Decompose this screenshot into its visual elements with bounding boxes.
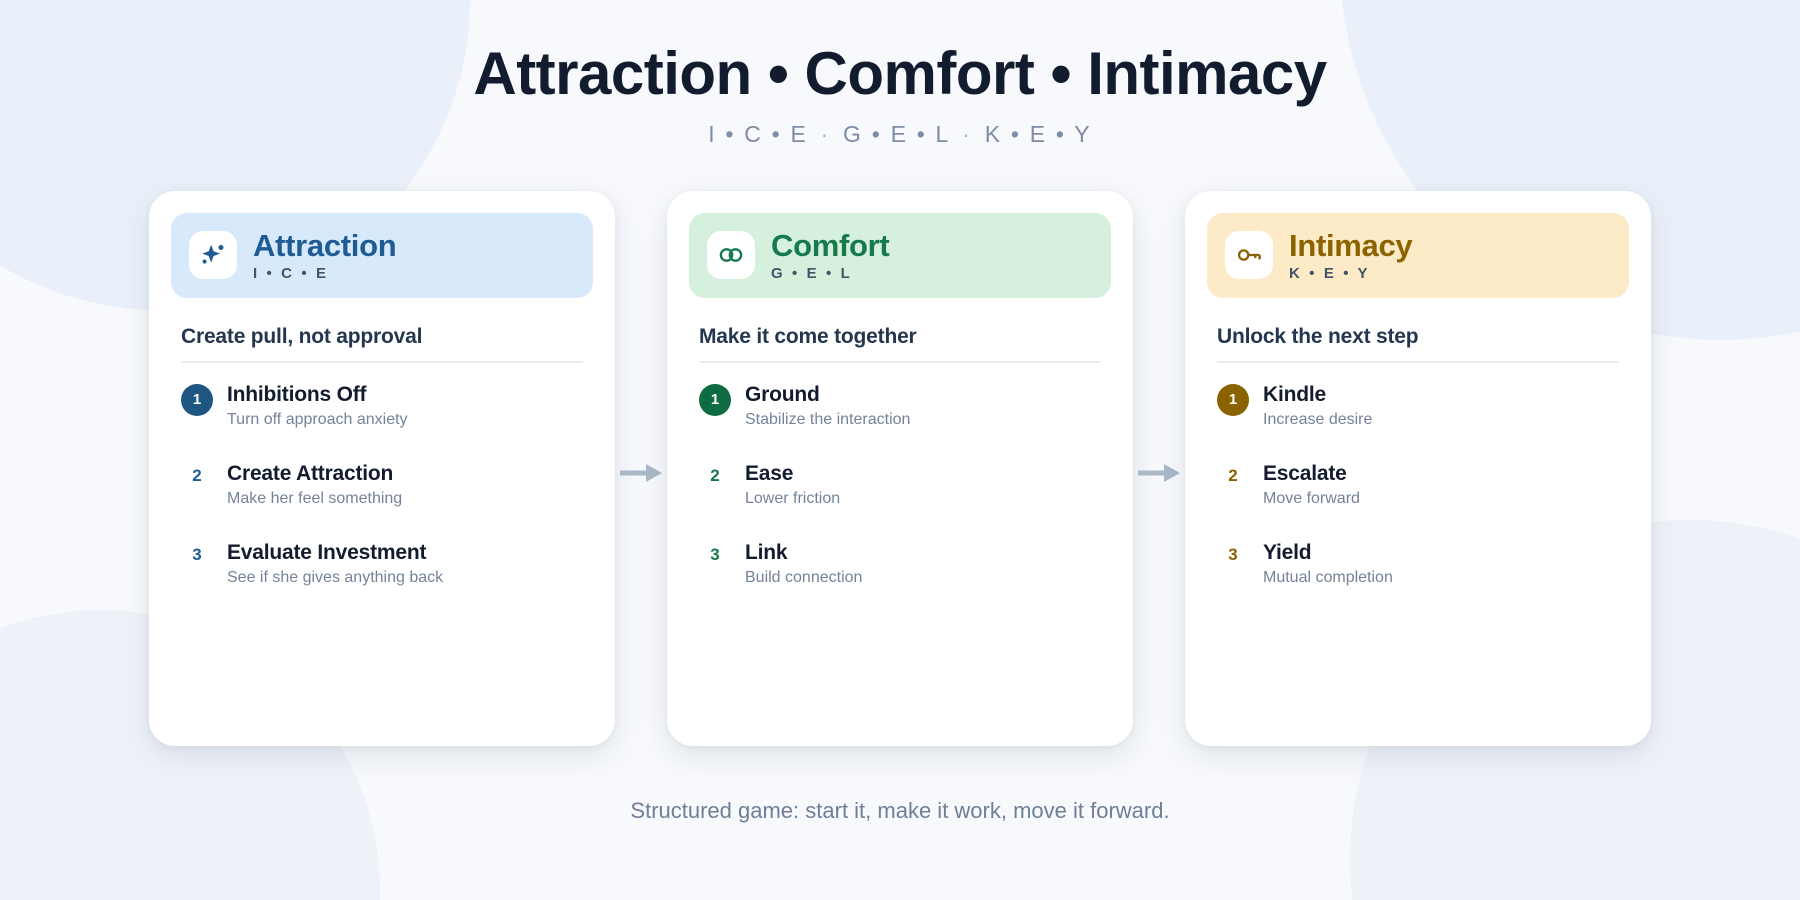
connector-attraction-comfort xyxy=(615,461,667,485)
card-title-intimacy: Intimacy xyxy=(1289,227,1413,263)
card-letters-comfort: G • E • L xyxy=(771,264,853,282)
subtitle-separator-1: · xyxy=(820,120,831,147)
step-description: Move forward xyxy=(1263,489,1360,507)
connector-comfort-intimacy xyxy=(1133,461,1185,485)
page-title: Attraction • Comfort • Intimacy xyxy=(473,40,1327,107)
step-description: Mutual completion xyxy=(1263,568,1393,586)
subtitle-group-ice: I • C • E xyxy=(708,120,808,147)
step-name: Kindle xyxy=(1263,382,1326,406)
step-number: 2 xyxy=(710,465,720,485)
step-item[interactable]: 1 Ground Stabilize the interaction xyxy=(699,383,1101,429)
tagline-attraction: Create pull, not approval xyxy=(181,324,423,348)
step-item[interactable]: 3 Evaluate Investment See if she gives a… xyxy=(181,541,583,587)
interlocking-rings-icon xyxy=(707,231,755,280)
step-description: Make her feel something xyxy=(227,489,403,507)
step-item[interactable]: 1 Inhibitions Off Turn off approach anxi… xyxy=(181,383,583,429)
step-number-badge: 1 xyxy=(181,383,213,416)
step-number-badge: 1 xyxy=(699,383,731,416)
card-header-attraction: Attraction I • C • E xyxy=(171,212,593,298)
step-number: 3 xyxy=(710,544,720,564)
arrow-right-icon xyxy=(620,464,662,483)
step-item[interactable]: 2 Escalate Move forward xyxy=(1217,462,1619,508)
footer-caption: Structured game: start it, make it work,… xyxy=(630,797,1170,823)
divider-comfort xyxy=(699,360,1101,363)
step-description: Build connection xyxy=(745,568,863,586)
step-item[interactable]: 2 Create Attraction Make her feel someth… xyxy=(181,462,583,508)
step-name: Link xyxy=(745,540,788,564)
step-number: 3 xyxy=(1228,544,1238,564)
step-name: Create Attraction xyxy=(227,461,394,485)
step-name: Ground xyxy=(745,382,820,406)
cards-row: Attraction I • C • E Create pull, not ap… xyxy=(149,190,1651,746)
step-item[interactable]: 3 Yield Mutual completion xyxy=(1217,541,1619,587)
step-name: Ease xyxy=(745,461,794,485)
step-name: Yield xyxy=(1263,540,1312,564)
tagline-comfort: Make it come together xyxy=(699,324,917,348)
step-description: Turn off approach anxiety xyxy=(227,410,408,428)
subtitle-group-gel: G • E • L xyxy=(843,120,950,147)
card-title-attraction: Attraction xyxy=(253,227,397,263)
card-attraction[interactable]: Attraction I • C • E Create pull, not ap… xyxy=(149,190,615,746)
subtitle-separator-2: · xyxy=(962,120,973,147)
tagline-intimacy: Unlock the next step xyxy=(1217,324,1419,348)
step-description: Lower friction xyxy=(745,489,841,507)
card-header-comfort: Comfort G • E • L xyxy=(689,212,1111,298)
step-description: See if she gives anything back xyxy=(227,568,444,586)
step-name: Inhibitions Off xyxy=(227,382,367,406)
step-number: 2 xyxy=(192,465,202,485)
steps-attraction: 1 Inhibitions Off Turn off approach anxi… xyxy=(171,383,593,587)
step-name: Evaluate Investment xyxy=(227,540,427,564)
arrow-right-icon xyxy=(1138,464,1180,483)
step-item[interactable]: 3 Link Build connection xyxy=(699,541,1101,587)
subtitle: I • C • E · G • E • L · K • E • Y xyxy=(473,121,1326,148)
step-number: 3 xyxy=(192,544,202,564)
card-letters-intimacy: K • E • Y xyxy=(1289,264,1371,282)
sparkle-icon xyxy=(189,231,237,280)
card-intimacy[interactable]: Intimacy K • E • Y Unlock the next step … xyxy=(1185,190,1651,746)
steps-comfort: 1 Ground Stabilize the interaction 2 Eas… xyxy=(689,383,1111,587)
step-item[interactable]: 2 Ease Lower friction xyxy=(699,462,1101,508)
card-comfort[interactable]: Comfort G • E • L Make it come together … xyxy=(667,190,1133,746)
step-number-badge: 1 xyxy=(1217,383,1249,416)
step-description: Stabilize the interaction xyxy=(745,410,911,428)
divider-intimacy xyxy=(1217,360,1619,363)
divider-attraction xyxy=(181,360,583,363)
subtitle-group-key: K • E • Y xyxy=(984,120,1092,147)
step-name: Escalate xyxy=(1263,461,1347,485)
card-letters-attraction: I • C • E xyxy=(253,264,329,282)
step-number: 2 xyxy=(1228,465,1238,485)
header: Attraction • Comfort • Intimacy I • C • … xyxy=(473,0,1327,148)
step-item[interactable]: 1 Kindle Increase desire xyxy=(1217,383,1619,429)
steps-intimacy: 1 Kindle Increase desire 2 Escalate Move… xyxy=(1207,383,1629,587)
step-description: Increase desire xyxy=(1263,410,1373,428)
card-header-intimacy: Intimacy K • E • Y xyxy=(1207,212,1629,298)
key-icon xyxy=(1225,231,1273,280)
card-title-comfort: Comfort xyxy=(771,227,890,263)
